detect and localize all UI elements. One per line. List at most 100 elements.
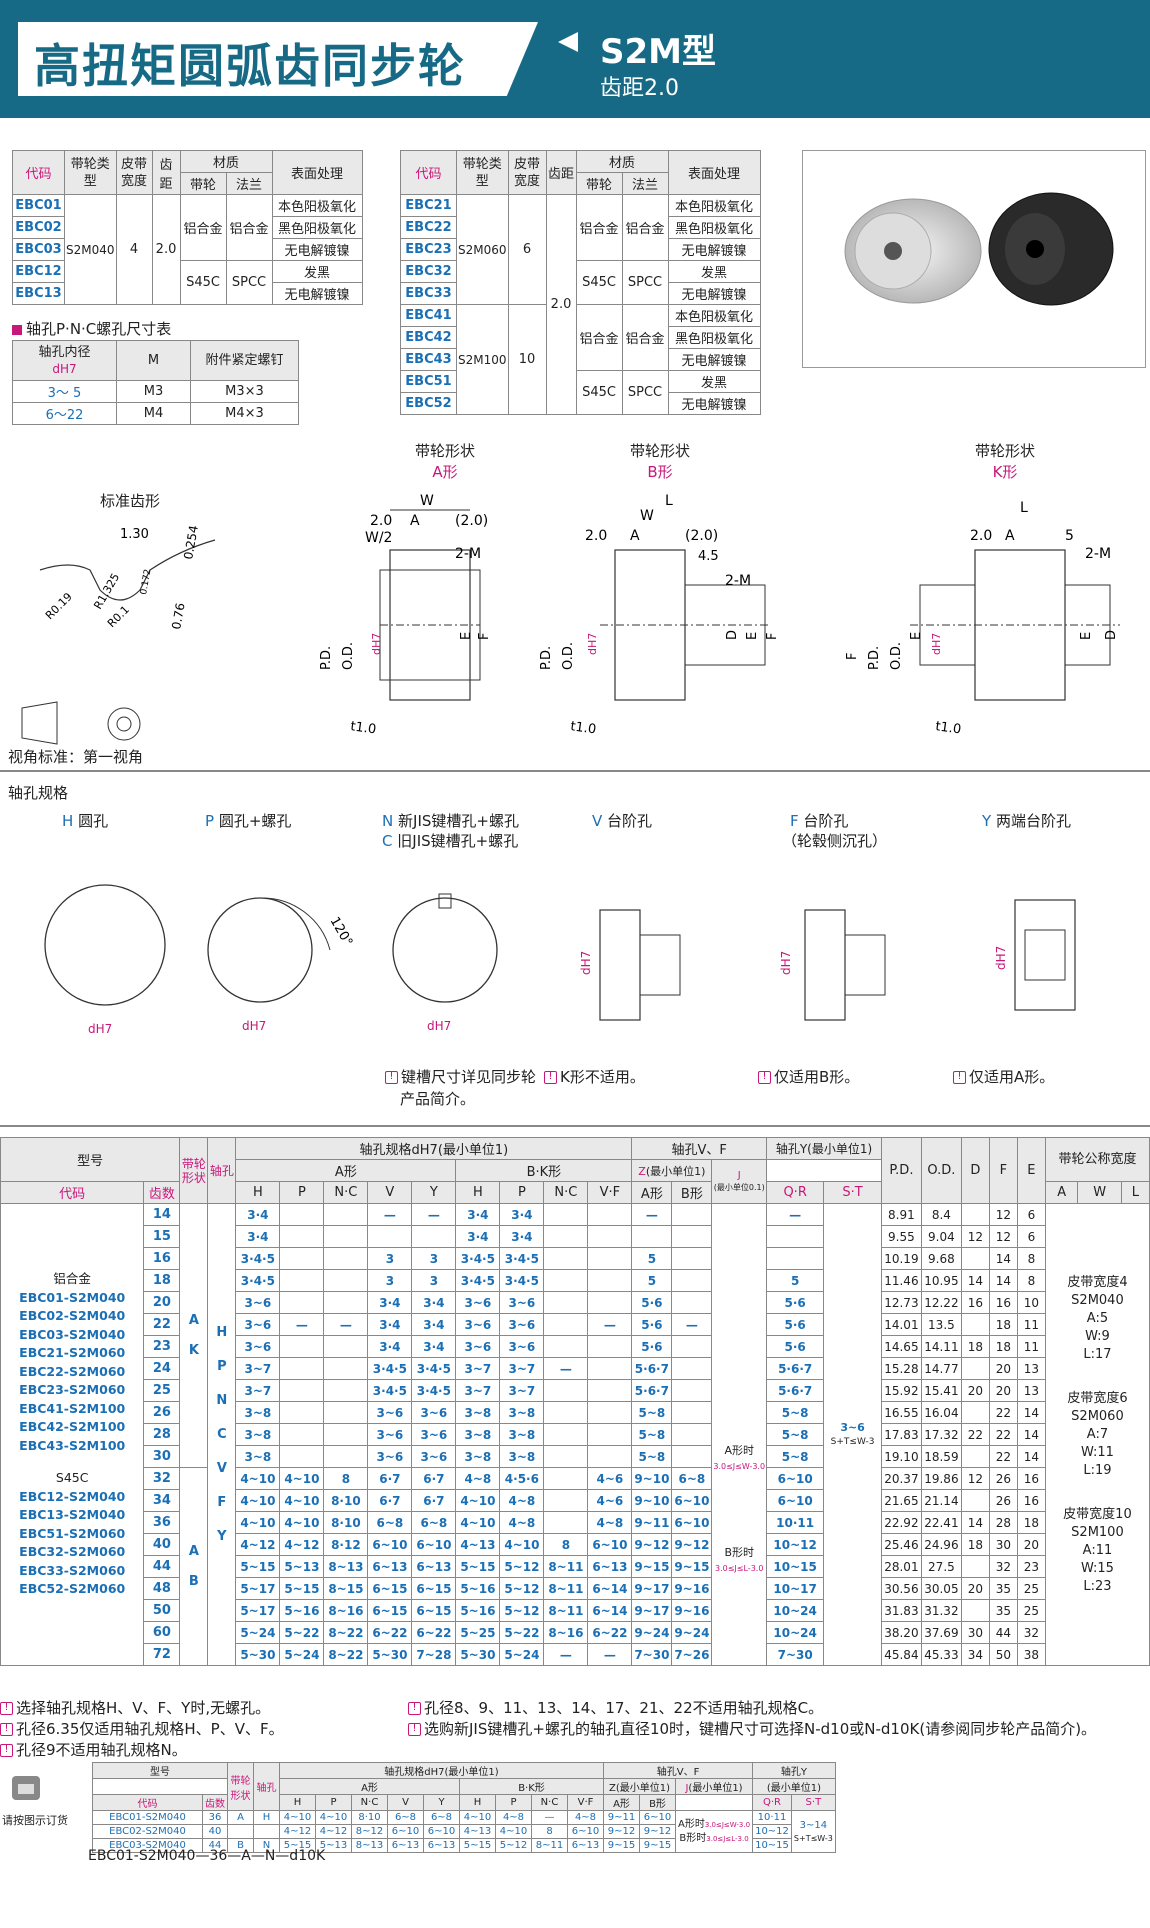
table-cell: N·C (351, 1794, 388, 1811)
table-cell (671, 1225, 713, 1248)
table-cell: 17.32 (920, 1423, 962, 1446)
table-cell: 4~12 (235, 1533, 281, 1556)
screw-cell: 3～ 5 (12, 380, 117, 403)
table-cell: 18 (143, 1269, 181, 1292)
table-cell: 4~8 (567, 1810, 604, 1825)
table-cell: 5·6 (766, 1291, 825, 1314)
screw-cell: M3×3 (190, 380, 299, 403)
table-cell: N·C (531, 1794, 568, 1811)
table-cell: 23 (1016, 1555, 1046, 1578)
table-cell: 带轮形状 (179, 1137, 209, 1204)
table-cell (323, 1423, 369, 1446)
table-cell: 12 (960, 1225, 990, 1248)
code-cell: EBC43 (400, 348, 457, 371)
th-pulley: 带轮 (575, 172, 623, 195)
table-cell: 14 (988, 1247, 1018, 1270)
bore-p-drawing: 120°dH7 (207, 897, 355, 1033)
table-cell: 5·6·7 (766, 1379, 825, 1402)
surface-cell: 无电解镀镍 (667, 282, 761, 305)
dim-text: L (1020, 500, 1028, 516)
surface-cell: 无电解镀镍 (271, 282, 363, 305)
mat-cell: S45C (179, 260, 227, 305)
table-cell: 34 (143, 1489, 181, 1512)
table-cell: 4~10 (235, 1467, 281, 1490)
table-cell: 21.14 (920, 1489, 962, 1512)
bore-type-c: C 旧JIS键槽孔+螺孔 (382, 832, 519, 850)
th-width: 皮带宽度 (507, 150, 547, 195)
table-cell: 3·4·5 (455, 1269, 501, 1292)
table-cell: 25 (1016, 1577, 1046, 1600)
table-cell: 3·4·5 (367, 1379, 413, 1402)
table-cell: 5~30 (235, 1643, 281, 1666)
table-cell: — (631, 1203, 673, 1226)
table-cell: 9~12 (639, 1824, 676, 1839)
table-cell (960, 1247, 990, 1270)
table-cell: 44 (143, 1555, 181, 1578)
code-cell: EBC32 (400, 260, 457, 283)
table-cell: 5~8 (766, 1423, 825, 1446)
table-cell: 5~24 (235, 1621, 281, 1644)
mat-cell: S45C (575, 370, 623, 415)
code-item: S45C (55, 1470, 89, 1486)
table-cell: 12.73 (880, 1291, 922, 1314)
table-cell: — (671, 1313, 713, 1336)
table-cell: 22.92 (880, 1511, 922, 1534)
table-cell: 9~12 (631, 1533, 673, 1556)
table-cell: 3·4·5 (411, 1357, 457, 1380)
dim-text: A (410, 513, 420, 529)
table-cell: 轴孔 (207, 1137, 237, 1204)
table-cell: 6~22 (587, 1621, 633, 1644)
table-cell: 6 (1016, 1203, 1046, 1226)
table-cell: 8~11 (543, 1555, 589, 1578)
table-cell: 4~8 (499, 1489, 545, 1512)
table-cell: 22 (988, 1445, 1018, 1468)
table-cell: 4~12 (279, 1824, 316, 1839)
table-cell: 11.46 (880, 1269, 922, 1292)
table-cell: 25 (143, 1379, 181, 1402)
table-cell: 9~17 (631, 1599, 673, 1622)
table-cell: 32 (988, 1555, 1018, 1578)
table-cell: 24.96 (920, 1533, 962, 1556)
table-cell: 20 (988, 1357, 1018, 1380)
table-cell: 26 (988, 1489, 1018, 1512)
table-cell: 9.55 (880, 1225, 922, 1248)
th-code: 代码 (400, 150, 457, 195)
table-cell: 9~24 (631, 1621, 673, 1644)
th-type: 带轮类型 (456, 150, 509, 195)
surface-cell: 无电解镀镍 (667, 348, 761, 371)
table-cell (587, 1269, 633, 1292)
table-cell: 4~10 (459, 1810, 496, 1825)
table-cell: 9~16 (671, 1599, 713, 1622)
table-cell (92, 1778, 228, 1795)
dim-text: P.D. (539, 646, 554, 670)
table-cell: 6~10 (671, 1489, 713, 1512)
table-cell: 10.95 (920, 1269, 962, 1292)
table-cell: — (367, 1203, 413, 1226)
table-cell: 9.68 (920, 1247, 962, 1270)
table-cell: 3~6 (235, 1335, 281, 1358)
divider (0, 1125, 1150, 1127)
table-cell: 16 (960, 1291, 990, 1314)
table-cell: S·T (823, 1181, 882, 1204)
table-cell: — (531, 1810, 568, 1825)
table-cell: Q·R (752, 1794, 792, 1811)
table-cell: 5~8 (631, 1445, 673, 1468)
surface-cell: 本色阳极氧化 (667, 304, 761, 327)
table-cell: 20.37 (880, 1467, 922, 1490)
table-cell: 37.69 (920, 1621, 962, 1644)
table-cell: 3·4 (411, 1291, 457, 1314)
table-cell: V (387, 1794, 424, 1811)
table-cell: 5~25 (455, 1621, 501, 1644)
table-cell: P (315, 1794, 352, 1811)
table-cell: 22 (960, 1423, 990, 1446)
table-cell: 15 (143, 1225, 181, 1248)
table-cell: 带轮形状 (227, 1762, 254, 1811)
table-cell: V (367, 1181, 413, 1204)
th-m: M (116, 340, 191, 381)
dim-text: 2.0 (370, 513, 392, 529)
table-cell: 3~8 (455, 1401, 501, 1424)
view-symbol-icon (21, 701, 141, 745)
table-cell (631, 1225, 673, 1248)
